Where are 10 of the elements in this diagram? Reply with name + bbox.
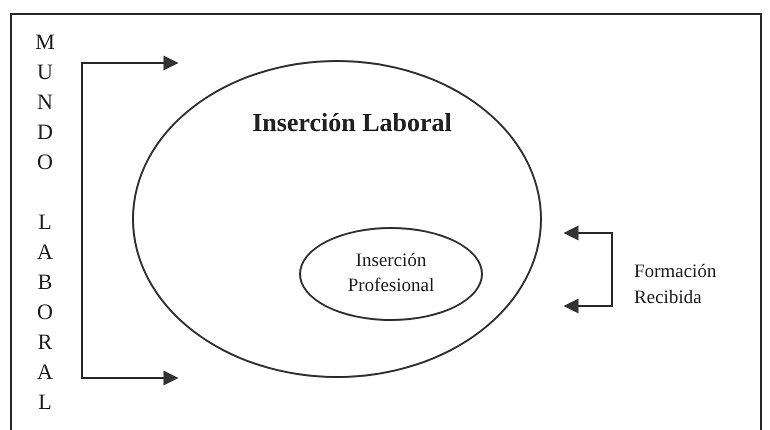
arrow xyxy=(81,220,178,386)
ellipse xyxy=(132,60,542,378)
arrow xyxy=(81,56,178,220)
vertical-text: MUNDO LABORAL xyxy=(34,28,56,416)
ellipse-title: Inserción Laboral xyxy=(252,108,452,138)
ellipse-label: Inserción Profesional xyxy=(346,249,436,298)
side-label: Formación Recibida xyxy=(634,260,718,310)
ellipse xyxy=(299,227,483,321)
arrow xyxy=(564,270,613,314)
arrow xyxy=(564,226,613,270)
